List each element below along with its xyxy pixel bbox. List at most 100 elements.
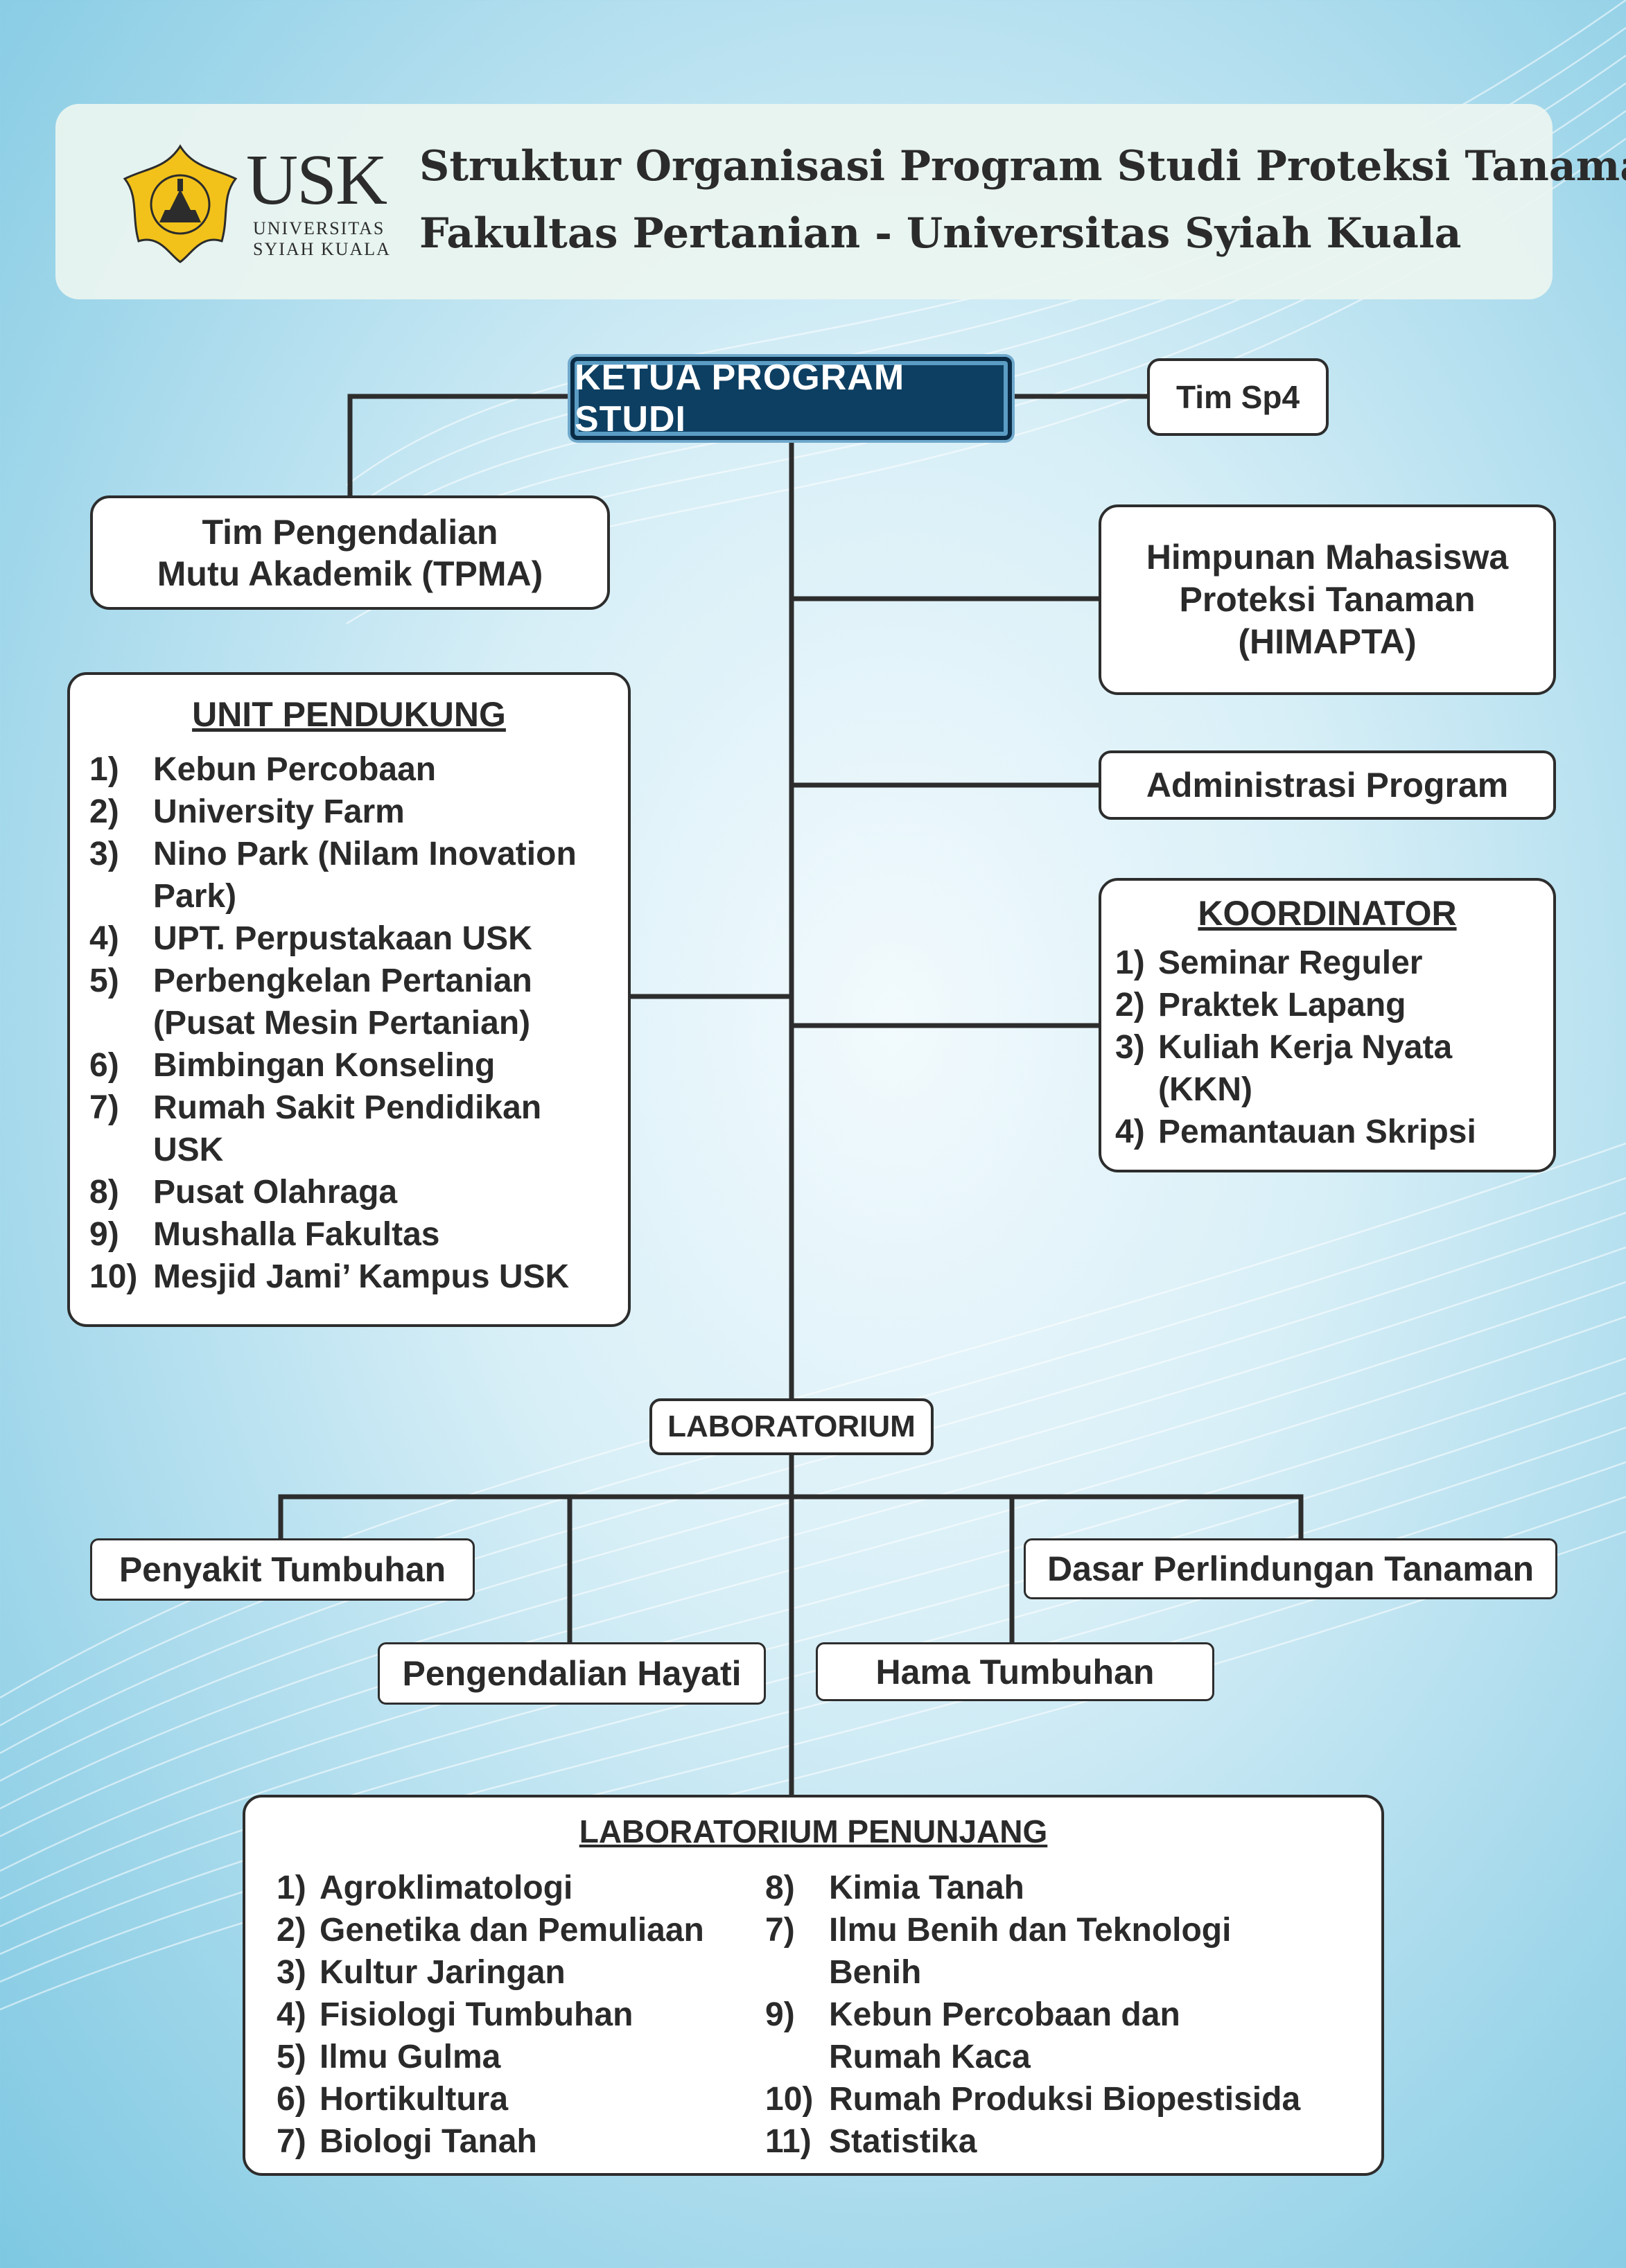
tim-sp4-box: Tim Sp4: [1147, 358, 1329, 436]
list-item-text: Kuliah Kerja Nyata: [1158, 1029, 1453, 1066]
list-item: 2) Genetika dan Pemuliaan: [277, 1909, 762, 1951]
logo-wordmark: USK: [246, 140, 387, 220]
list-item: 8) Pusat Olahraga: [89, 1171, 628, 1213]
list-item-text: Mesjid Jami’ Kampus USK: [153, 1258, 570, 1295]
koordinator-list: 1) Seminar Reguler 2) Praktek Lapang 3) Kulia…: [1115, 942, 1553, 1153]
list-item: Benih: [765, 1951, 1375, 1994]
tpma-line2: Mutu Akademik (TPMA): [157, 554, 543, 593]
list-item-text: Kimia Tanah: [829, 1870, 1024, 1906]
list-item: Rumah Kaca: [765, 2036, 1375, 2078]
list-item-text: Pemantauan Skripsi: [1158, 1114, 1476, 1150]
list-item-text: Agroklimatologi: [320, 1870, 573, 1906]
lab-dasar-perlindungan-label: Dasar Perlindungan Tanaman: [1047, 1549, 1535, 1588]
ketua-program-studi-box: KETUA PROGRAM STUDI: [570, 357, 1012, 440]
list-item: 7) Ilmu Benih dan Teknologi: [765, 1909, 1375, 1951]
himapta-box: Himpunan Mahasiswa Proteksi Tanaman (HIM…: [1099, 504, 1556, 695]
list-item-text: USK: [153, 1132, 224, 1168]
list-item-number: 9): [765, 1996, 795, 2033]
list-item-number: 4): [1115, 1114, 1145, 1150]
list-item-number: 2): [89, 793, 119, 830]
list-item-text: Rumah Sakit Pendidikan: [153, 1089, 542, 1126]
university-logo: USK UNIVERSITAS SYIAH KUALA: [118, 135, 395, 274]
list-item-text: Seminar Reguler: [1158, 944, 1423, 981]
usk-emblem-icon: [123, 144, 238, 263]
lab-penyakit-tumbuhan-box: Penyakit Tumbuhan: [90, 1538, 475, 1601]
list-item: 2) Praktek Lapang: [1115, 984, 1553, 1026]
list-item-number: 3): [1115, 1029, 1145, 1066]
list-item-text: UPT. Perpustakaan USK: [153, 920, 532, 957]
list-item-text: Genetika dan Pemuliaan: [320, 1912, 704, 1949]
list-item-text: (Pusat Mesin Pertanian): [153, 1005, 531, 1041]
list-item-number: [89, 1129, 153, 1171]
list-item: 6)Hortikultura: [277, 2078, 762, 2120]
header-panel: [55, 104, 1553, 299]
list-item: 3)Kultur Jaringan: [277, 1951, 762, 1994]
unit-pendukung-heading: UNIT PENDUKUNG: [192, 695, 506, 734]
list-item-number: 4): [277, 1996, 306, 2033]
list-item-text: Praktek Lapang: [1158, 987, 1406, 1023]
list-item-text: Rumah Produksi Biopestisida: [829, 2081, 1301, 2118]
list-item-number: [765, 2036, 829, 2078]
list-item: 3)Nino Park (Nilam Inovation: [89, 833, 628, 875]
list-item-number: 8): [89, 1174, 119, 1211]
list-item: 6) Bimbingan Konseling: [89, 1044, 628, 1087]
list-item: (KKN): [1115, 1069, 1553, 1111]
lab-hama-tumbuhan-box: Hama Tumbuhan: [816, 1642, 1214, 1701]
list-item-number: [89, 1002, 153, 1044]
list-item-text: (KKN): [1158, 1071, 1252, 1108]
list-item-number: 1): [1115, 944, 1145, 981]
list-item: 3) Kuliah Kerja Nyata: [1115, 1026, 1553, 1069]
administrasi-box: Administrasi Program: [1099, 750, 1556, 820]
list-item-number: [1115, 1069, 1158, 1111]
list-item-text: Ilmu Benih dan Teknologi: [829, 1912, 1232, 1949]
list-item-number: 2): [1115, 987, 1145, 1023]
list-item-text: Nino Park (Nilam Inovation: [153, 836, 577, 872]
tpma-line1: Tim Pengendalian: [202, 512, 498, 552]
list-item-number: 6): [277, 2081, 306, 2118]
logo-subtitle-1: UNIVERSITAS: [253, 218, 385, 238]
tpma-box: Tim Pengendalian Mutu Akademik (TPMA): [90, 495, 610, 610]
list-item: 1)Kebun Percobaan: [89, 748, 628, 791]
lab-pengendalian-hayati-label: Pengendalian Hayati: [402, 1654, 742, 1693]
list-item-text: Ilmu Gulma: [320, 2039, 501, 2075]
list-item-text: Bimbingan Konseling: [153, 1047, 496, 1084]
laboratorium-label: LABORATORIUM: [667, 1409, 916, 1443]
list-item: 7)Biologi Tanah: [277, 2120, 762, 2163]
list-item: 5)Ilmu Gulma: [277, 2036, 762, 2078]
list-item-text: Biologi Tanah: [320, 2123, 537, 2160]
list-item-text: Park): [153, 878, 237, 915]
list-item: 4) UPT. Perpustakaan USK: [89, 917, 628, 960]
list-item-text: Fisiologi Tumbuhan: [320, 1996, 633, 2033]
list-item: 7) Rumah Sakit Pendidikan: [89, 1087, 628, 1129]
himapta-line1: Himpunan Mahasiswa: [1146, 538, 1509, 577]
list-item-number: 3): [277, 1954, 306, 1991]
list-item-number: [89, 875, 153, 917]
list-item-text: Perbengkelan Pertanian: [153, 962, 532, 999]
logo-subtitle-2: SYIAH KUALA: [253, 239, 391, 259]
list-item-text: Statistika: [829, 2123, 977, 2160]
list-item-number: [765, 1951, 829, 1994]
list-item: 8)Kimia Tanah: [765, 1867, 1375, 1909]
list-item-text: Pusat Olahraga: [153, 1174, 398, 1211]
list-item: 1) Agroklimatologi: [277, 1867, 762, 1909]
list-item-number: 7): [765, 1912, 795, 1949]
list-item-number: 1): [277, 1870, 306, 1906]
himapta-line2: Proteksi Tanaman: [1179, 580, 1476, 619]
list-item-text: Mushalla Fakultas: [153, 1216, 440, 1253]
list-item-number: 10): [765, 2081, 814, 2118]
list-item-number: 7): [89, 1089, 119, 1126]
list-item: 10)Mesjid Jami’ Kampus USK: [89, 1256, 628, 1298]
list-item: 1) Seminar Reguler: [1115, 942, 1553, 984]
penunjang-list-left: 1) Agroklimatologi 2) Genetika dan Pemuliaa…: [277, 1867, 762, 2163]
penunjang-heading: LABORATORIUM PENUNJANG: [579, 1813, 1048, 1849]
list-item-number: 2): [277, 1912, 306, 1949]
list-item: 9)Kebun Percobaan dan: [765, 1994, 1375, 2036]
list-item-number: 6): [89, 1047, 119, 1084]
list-item-number: 4): [89, 920, 119, 957]
list-item: 9)Mushalla Fakultas: [89, 1213, 628, 1256]
